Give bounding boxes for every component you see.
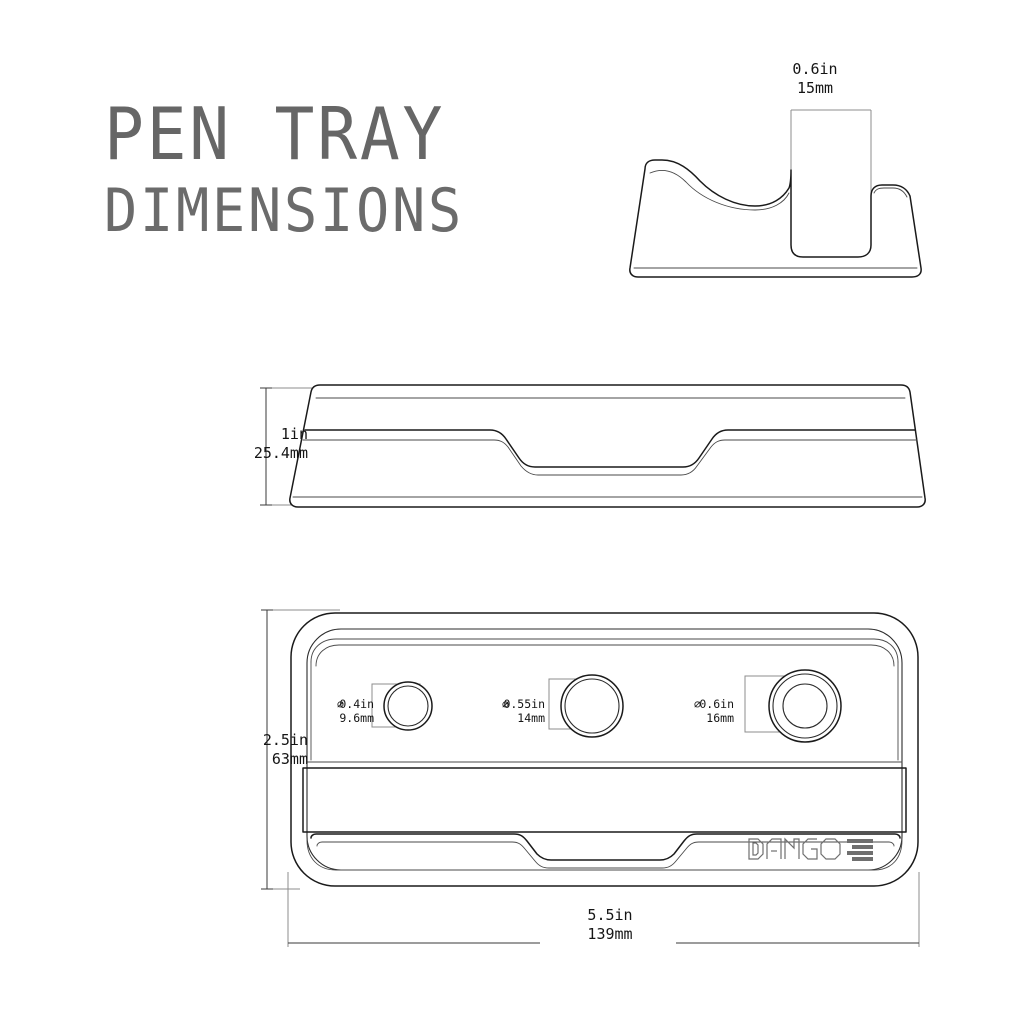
- logo-letter-n: [784, 837, 800, 859]
- hole-medium-inner-circle: [564, 678, 620, 734]
- title-line-secondary: DIMENSIONS: [104, 176, 464, 246]
- hole-small-inner-circle: [387, 685, 429, 727]
- hole-medium-callout: 0.55in 14mm: [483, 697, 545, 725]
- hole-medium-diameter-mm: 14mm: [517, 711, 545, 725]
- hole-large-callout: 0.6in 16mm: [676, 697, 734, 725]
- hole-large-diameter-mm: 16mm: [706, 711, 734, 725]
- flag-bar-3: [847, 851, 873, 855]
- hole-small-diameter-mm: 9.6mm: [339, 711, 374, 725]
- diameter-symbol-icon-large: ⌀: [694, 697, 701, 711]
- depth-dimension-label: 2.5in 63mm: [208, 731, 308, 769]
- hole-large-ring-circle: [772, 673, 838, 739]
- dango-brand-mark: [748, 837, 873, 861]
- diameter-symbol-icon-medium: ⌀: [502, 697, 509, 711]
- flag-bar-2: [852, 845, 873, 849]
- plan-outer-footprint: [290, 612, 919, 887]
- height-mm: 25.4mm: [253, 444, 308, 462]
- depth-inches: 2.5in: [262, 731, 308, 749]
- hole-medium: [548, 674, 624, 738]
- front-channel-outline: [304, 429, 916, 468]
- width-mm: 139mm: [587, 925, 633, 943]
- top-plan-view: [261, 609, 920, 947]
- logo-letter-d: [748, 838, 764, 860]
- title-line-primary: PEN TRAY: [104, 92, 446, 176]
- slot-width-inches: 0.6in: [792, 60, 838, 78]
- logo-letter-a: [766, 838, 782, 859]
- width-inches: 5.5in: [587, 906, 633, 924]
- hole-large-diameter-inches: 0.6in: [699, 697, 734, 711]
- height-inches: 1in: [280, 425, 308, 443]
- plan-middle-band: [302, 767, 907, 833]
- hole-small-diameter-inches: 0.4in: [339, 697, 374, 711]
- height-dimension-label: 1in 25.4mm: [218, 425, 308, 463]
- front-channel-inner-line: [302, 439, 918, 476]
- hole-small-outer-circle: [383, 681, 433, 731]
- hole-small-callout: 0.4in 9.6mm: [318, 697, 374, 725]
- width-dimension-label: 5.5in 139mm: [545, 906, 675, 944]
- hole-medium-diameter-inches: 0.55in: [503, 697, 545, 711]
- diameter-symbol-icon-small: ⌀: [337, 697, 344, 711]
- plan-top-ledge-line-2: [315, 644, 895, 667]
- flag-bar-4: [852, 857, 873, 861]
- front-elevation-view: [260, 384, 926, 508]
- hole-small: [371, 681, 433, 731]
- hole-large-inner-circle: [782, 683, 828, 729]
- hole-large: [744, 669, 842, 743]
- plan-top-ledge-line-1: [310, 638, 899, 663]
- profile-top-face-line-left: [649, 170, 790, 211]
- profile-body-outline: [629, 159, 922, 278]
- slot-width-mm: 15mm: [796, 79, 834, 97]
- plan-pen-channel-inner: [316, 841, 895, 869]
- front-body-outline: [289, 384, 926, 508]
- hole-large-outer-circle: [768, 669, 842, 743]
- hole-medium-outer-circle: [560, 674, 624, 738]
- plan-bottom-contour: [306, 839, 903, 871]
- depth-mm: 63mm: [271, 750, 308, 768]
- slot-width-dimension-label: 0.6in 15mm: [760, 60, 870, 98]
- side-profile-view: [629, 109, 922, 278]
- logo-letter-g: [802, 838, 818, 860]
- logo-letter-o: [820, 838, 841, 860]
- logo-letter-d-inner: [752, 842, 759, 856]
- plan-pen-channel: [310, 833, 901, 861]
- flag-bar-1: [847, 839, 873, 843]
- page-title: PEN TRAY DIMENSIONS: [104, 96, 544, 246]
- us-flag-bars-icon: [847, 839, 873, 861]
- profile-block-top-line: [873, 187, 908, 198]
